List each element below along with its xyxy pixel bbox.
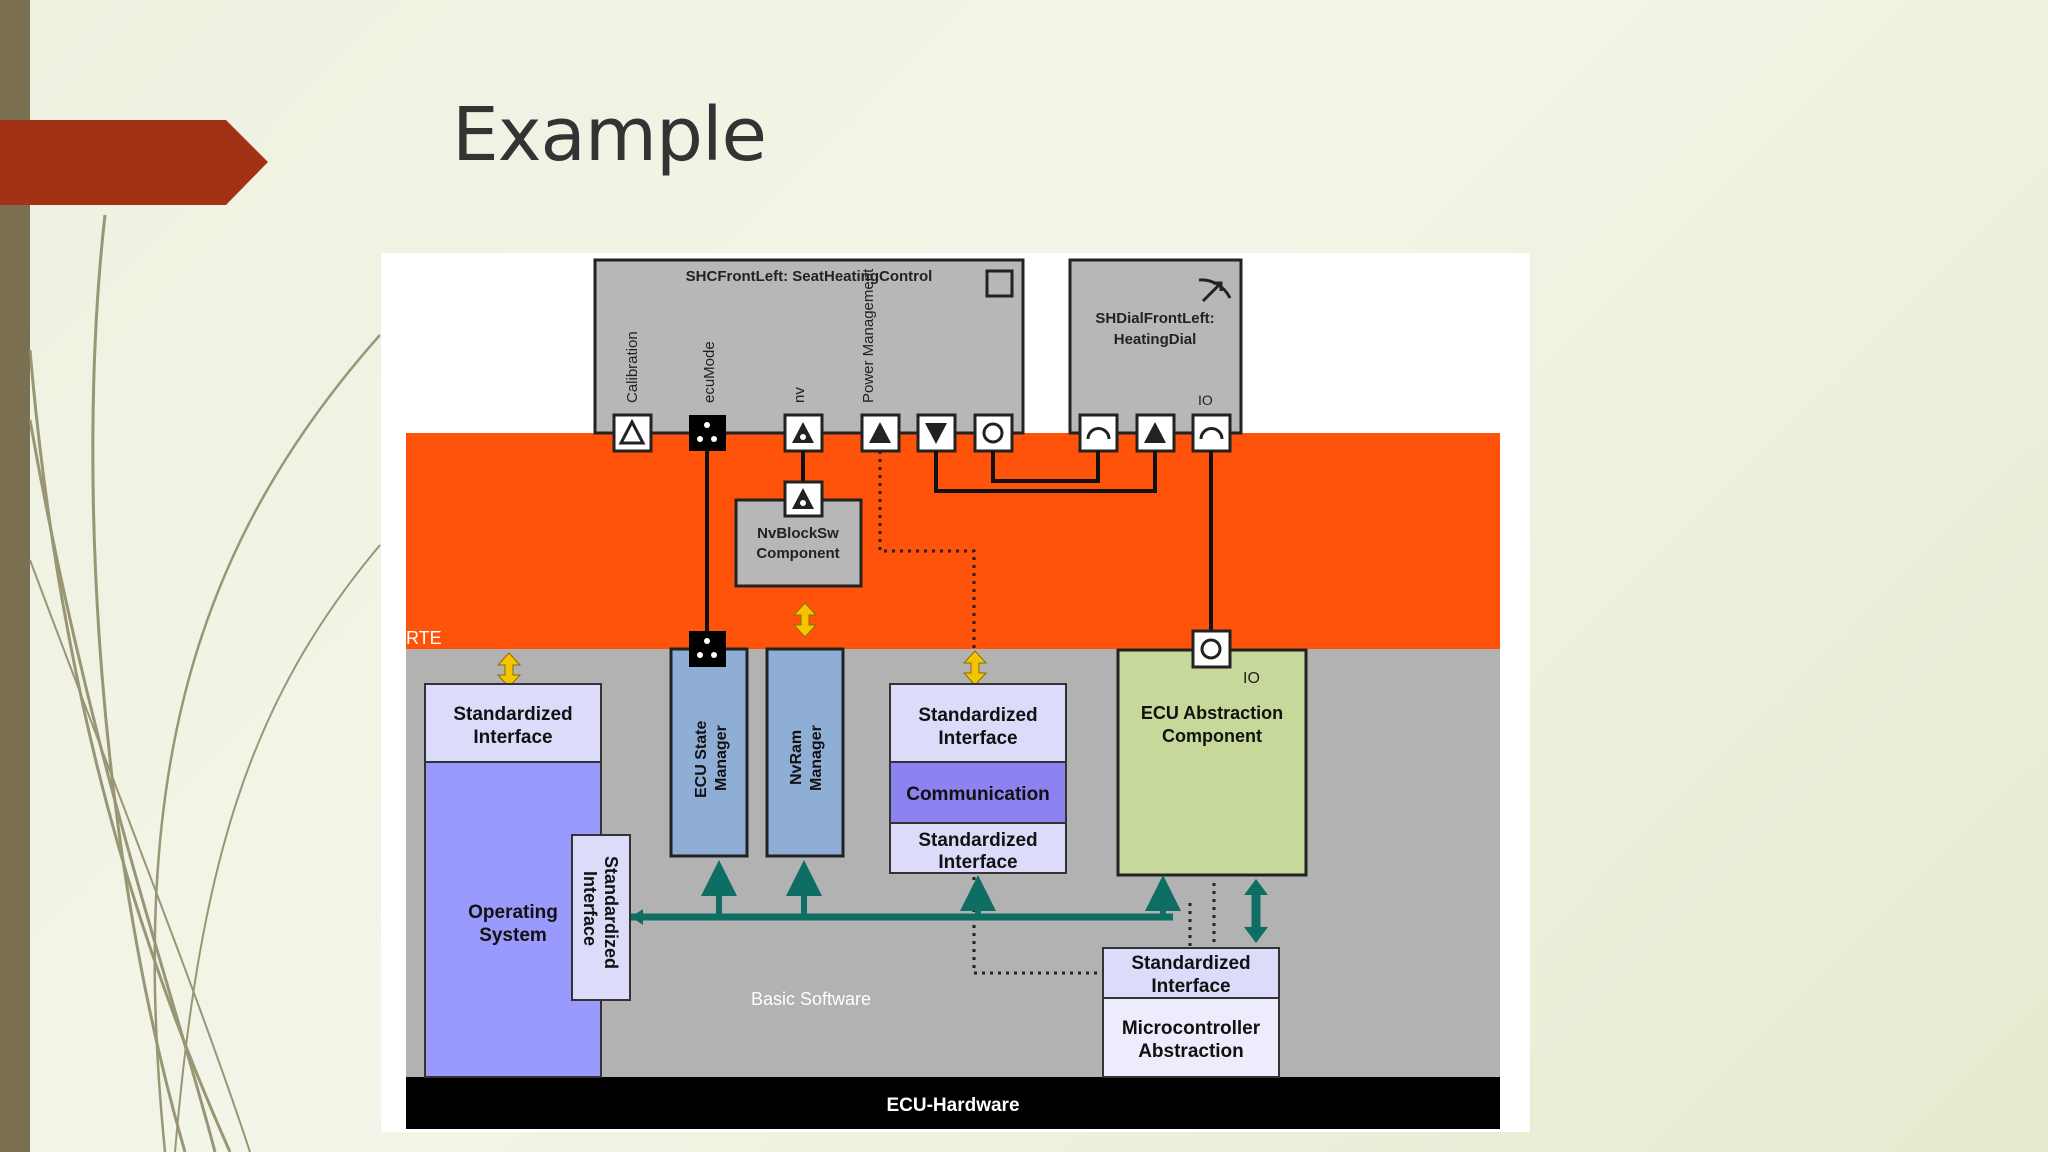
port-power-management-icon (860, 413, 901, 453)
left-decorative-bar (0, 0, 30, 1152)
os-side-interface (571, 834, 631, 1001)
ecu-abstraction-component (1116, 648, 1308, 877)
nvram-manager-line2: Manager (808, 725, 825, 791)
port-ecumode-icon (689, 415, 726, 451)
ecu-state-manager (669, 647, 749, 858)
os-side-interface-line1: Standardized (601, 856, 621, 969)
nvblock-port-icon (783, 480, 824, 518)
mcal-line2: Abstraction (1138, 1041, 1244, 1062)
nvblock-label-line2: Component (756, 545, 839, 562)
ecu-hardware-label: ECU-Hardware (886, 1095, 1019, 1116)
std-interface-top-left (424, 683, 602, 763)
std-interface-line2: Interface (473, 727, 552, 748)
mcal-std-interface (1102, 947, 1280, 999)
port-label-ecumode: ecuMode (701, 341, 718, 403)
ecu-state-manager-line2: Manager (713, 725, 730, 791)
nvblock-label-line1: NvBlockSw (757, 525, 839, 542)
dial-needle-icon (1201, 281, 1223, 303)
comm-top-line2: Interface (938, 728, 1017, 749)
ecu-hardware-layer (406, 1077, 1500, 1129)
ecu-abstraction-io-port-icon (1191, 629, 1232, 669)
comm-std-interface-bottom (889, 822, 1067, 874)
ecu-abstraction-line2: Component (1162, 726, 1262, 746)
ecu-state-manager-line1: ECU State (693, 721, 710, 798)
rte-layer (406, 433, 1500, 649)
ecu-abstraction-line1: ECU Abstraction (1141, 703, 1283, 723)
comm-top-line1: Standardized (918, 705, 1037, 726)
port-nv-icon (783, 413, 824, 453)
slide-title: Example (452, 92, 767, 178)
microcontroller-abstraction (1102, 997, 1280, 1078)
port-client-circle-icon (973, 413, 1014, 453)
accent-arrow-shape (0, 120, 268, 205)
ecu-abstraction-io-label: IO (1243, 670, 1260, 687)
dial-io-port-label: IO (1198, 392, 1213, 408)
mcal-if-line2: Interface (1151, 976, 1230, 997)
port-dial-arc-icon (1078, 413, 1119, 453)
port-dial-sender-icon (1135, 413, 1176, 453)
nvram-manager (765, 647, 845, 858)
nvram-manager-line1: NvRam (788, 730, 805, 785)
std-interface-line1: Standardized (453, 704, 572, 725)
ecu-state-manager-port-icon (689, 631, 726, 667)
swc-seat-label: SHCFrontLeft: SeatHeatingControl (686, 268, 933, 285)
bsw-bus (631, 860, 1268, 943)
architecture-diagram: RTE Basic Software ECU-Hardware SHCFront… (406, 258, 1500, 1129)
port-dial-io-icon (1191, 413, 1232, 453)
mcal-if-line1: Standardized (1131, 953, 1250, 974)
port-required-down-icon (916, 413, 957, 453)
swc-dial-label-line1: SHDialFrontLeft: (1095, 310, 1214, 327)
port-label-nv: nv (791, 387, 808, 403)
rte-interface-arrows (496, 602, 988, 688)
operating-system-line2: System (479, 925, 547, 946)
basic-software-label: Basic Software (751, 989, 871, 1009)
os-side-interface-line2: Interface (580, 871, 600, 946)
comm-bottom-line2: Interface (938, 852, 1017, 873)
swc-heating-dial (1068, 258, 1243, 435)
communication-label: Communication (906, 784, 1050, 805)
comm-bottom-line1: Standardized (918, 830, 1037, 851)
port-label-power-management: Power Management (860, 268, 877, 403)
port-label-calibration: Calibration (624, 331, 641, 403)
port-label-power-management-text: Power Management (860, 268, 877, 403)
autosar-architecture-figure: RTE Basic Software ECU-Hardware SHCFront… (381, 253, 1530, 1132)
swc-seat-heating-control (593, 258, 1025, 435)
swc-dial-label-line2: HeatingDial (1114, 331, 1197, 348)
port-calibration-icon (612, 413, 653, 453)
mcal-line1: Microcontroller (1122, 1018, 1261, 1039)
swc-composition-icon (985, 269, 1014, 298)
operating-system-line1: Operating (468, 902, 558, 923)
comm-std-interface-top (889, 683, 1067, 763)
rte-label: RTE (406, 628, 442, 648)
grass-strokes-decoration (28, 214, 381, 1152)
port-connectors (705, 451, 1213, 633)
